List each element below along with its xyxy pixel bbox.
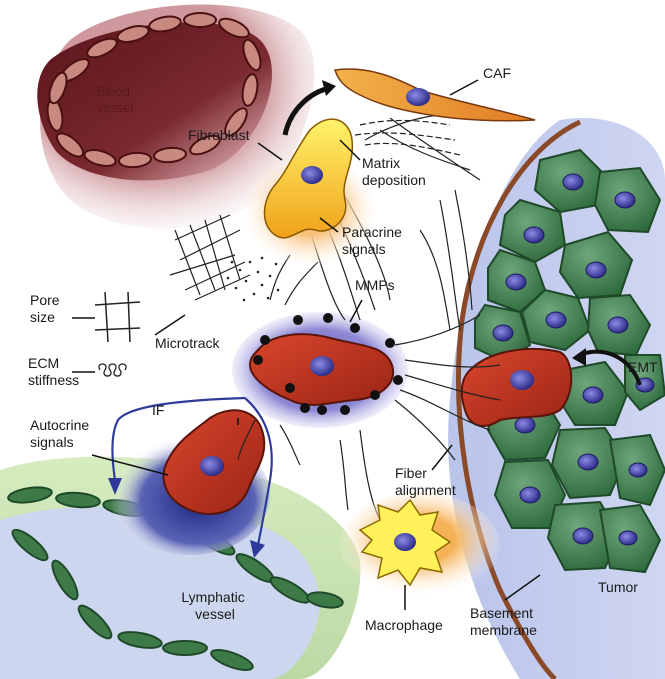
fibroblast-label: Fibroblast [188, 127, 250, 143]
blood-vessel-label: Blood vessel [97, 84, 134, 115]
autocrine-signals-label: Autocrine signals [30, 417, 93, 450]
if-label: IF [152, 402, 164, 418]
matrix-deposition-fibers [355, 120, 460, 155]
macrophage-label: Macrophage [365, 617, 443, 633]
tumor-region: EMT Tumor [448, 118, 665, 679]
tumor-label: Tumor [598, 579, 638, 595]
paracrine-signals-label: Paracrine signals [342, 224, 406, 257]
pore-size-label: Pore size [30, 292, 63, 325]
basement-membrane-label: Basement membrane [470, 605, 537, 638]
ecm-stiffness-spring [99, 364, 126, 376]
fiber-alignment-label: Fiber alignment [395, 465, 456, 498]
microtrack-label: Microtrack [155, 335, 221, 351]
emt-label: EMT [628, 359, 658, 375]
pore-size-grid [95, 292, 140, 342]
caf-label: CAF [483, 65, 511, 81]
mmps-label: MMPs [355, 277, 395, 293]
macrophage-cell [340, 493, 500, 597]
invading-cell [232, 312, 408, 428]
interstitial-flow-cell [110, 410, 270, 555]
matrix-deposition-label: Matrix deposition [362, 155, 426, 188]
ecm-stiffness-label: ECM stiffness [28, 355, 79, 388]
